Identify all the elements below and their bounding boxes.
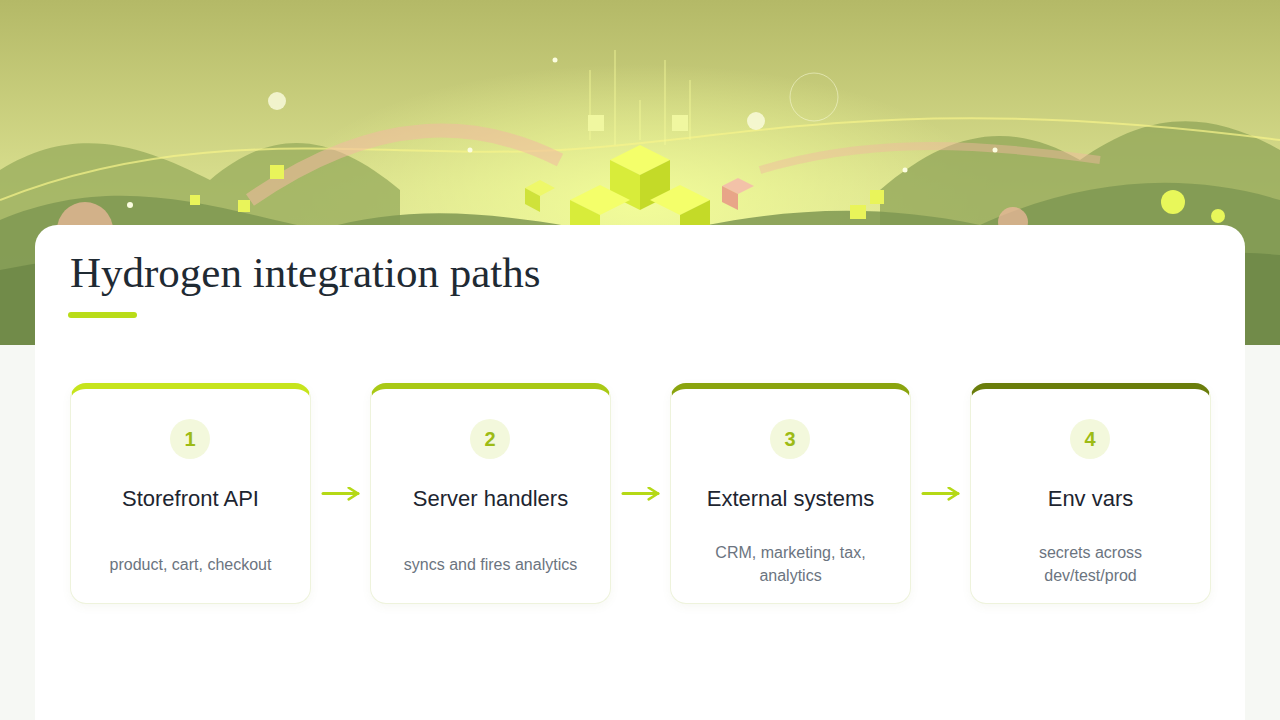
cube-face — [570, 200, 600, 228]
title-underline — [68, 312, 137, 318]
step-card: Env vars secrets across dev/test/prod 4 — [970, 383, 1211, 604]
step-number: 3 — [769, 418, 811, 460]
step-heading: Storefront API — [71, 485, 310, 513]
small-cube — [190, 195, 200, 205]
small-cube — [850, 205, 866, 219]
flow-arrow — [923, 492, 958, 495]
particle — [993, 148, 998, 153]
step-description: secrets across dev/test/prod — [993, 537, 1188, 591]
step-description: CRM, marketing, tax, analytics — [693, 537, 888, 591]
light-line — [665, 60, 666, 145]
ribbon — [250, 131, 560, 200]
particle — [468, 148, 473, 153]
particle — [127, 202, 133, 208]
circle-fill — [1070, 419, 1110, 459]
light-line — [615, 50, 616, 145]
step-number: 4 — [1069, 418, 1111, 460]
step-number-circle: 4 — [1069, 418, 1111, 460]
light-line — [640, 100, 641, 140]
cube-stack — [525, 145, 754, 228]
light-line — [690, 80, 691, 140]
step-card: Storefront API product, cart, checkout 1 — [70, 383, 311, 604]
flow-arrow — [323, 492, 358, 495]
step-card: Server handlers syncs and fires analytics… — [370, 383, 611, 604]
particle — [903, 168, 908, 173]
small-cube — [588, 115, 604, 131]
step-description: product, cart, checkout — [93, 537, 288, 591]
flow-arrow — [623, 492, 658, 495]
cube-face — [680, 200, 710, 228]
step-card: External systemsCRM, marketing, tax, ana… — [670, 383, 911, 604]
step-number: 2 — [469, 418, 511, 460]
step-heading: Server handlers — [371, 485, 610, 513]
step-number: 1 — [169, 418, 211, 460]
step-number-circle: 2 — [469, 418, 511, 460]
particle — [1161, 190, 1185, 214]
step-number-circle: 1 — [169, 418, 211, 460]
light-lines — [590, 50, 690, 145]
small-cube — [238, 200, 250, 212]
step-heading: Env vars — [971, 485, 1210, 513]
cube-face — [525, 188, 540, 212]
particle — [747, 112, 765, 130]
small-cube — [270, 165, 284, 179]
step-number-circle: 3 — [769, 418, 811, 460]
circle-fill — [770, 419, 810, 459]
step-description: syncs and fires analytics — [393, 537, 588, 591]
circle-fill — [170, 419, 210, 459]
particle — [1211, 209, 1225, 223]
particle — [553, 58, 558, 63]
small-cubes — [190, 115, 884, 219]
cube-face — [722, 186, 738, 210]
particle — [790, 73, 838, 121]
circle-fill — [470, 419, 510, 459]
small-cube — [870, 190, 884, 204]
small-cube — [672, 115, 688, 131]
page-title: Hydrogen integration paths — [70, 248, 541, 297]
ribbon — [760, 146, 1100, 170]
particle — [268, 92, 286, 110]
step-heading: External systems — [671, 485, 910, 513]
